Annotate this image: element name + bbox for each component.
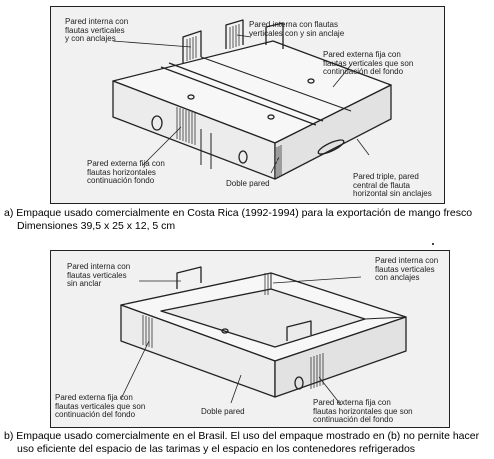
caption-a-line1: a) Empaque usado comercialmente en Costa… [4,207,473,219]
caption-b-line2: uso eficiente del espacio de las tarimas… [17,443,416,455]
figure-a-panel: Pared interna con flautas verticales y c… [50,6,445,204]
label-a-interna-anclajes: Pared interna con flautas verticales y c… [65,17,129,43]
label-a-interna-sin-anclaje: Pared interna con flautas verticales con… [249,20,345,38]
caption-a-line2: Dimensiones 39,5 x 25 x 12, 5 cm [17,220,176,232]
label-b-doble-pared: Doble pared [201,407,245,416]
label-a-doble-pared: Doble pared [226,179,270,188]
caption-b-line1: b) Empaque usado comercialmente en el Br… [4,430,480,442]
stray-dot [432,243,434,245]
label-a-externa-fija-vertical: Pared externa fija con flautas verticale… [323,50,414,76]
label-b-externa-fija-horizontal: Pared externa fija con flautas horizonta… [313,398,413,424]
label-a-externa-fija-horizontal: Pared externa fija con flautas horizonta… [87,159,165,185]
figure-b-box-drawing [120,266,407,406]
label-b-interna-sin-anclar: Pared interna con flautas verticales sin… [67,262,131,288]
label-b-interna-anclajes: Pared interna con flautas verticales con… [375,256,439,282]
figure-a-box-drawing [112,19,392,180]
label-b-externa-fija-vertical: Pared externa fija con flautas verticale… [55,393,146,419]
box-a-right-side [274,84,392,180]
box-b-right-side [274,316,407,398]
label-a-triple-pared: Pared triple, pared central de flauta ho… [353,172,432,198]
figure-b-panel: Pared interna con flautas verticales sin… [50,250,450,428]
